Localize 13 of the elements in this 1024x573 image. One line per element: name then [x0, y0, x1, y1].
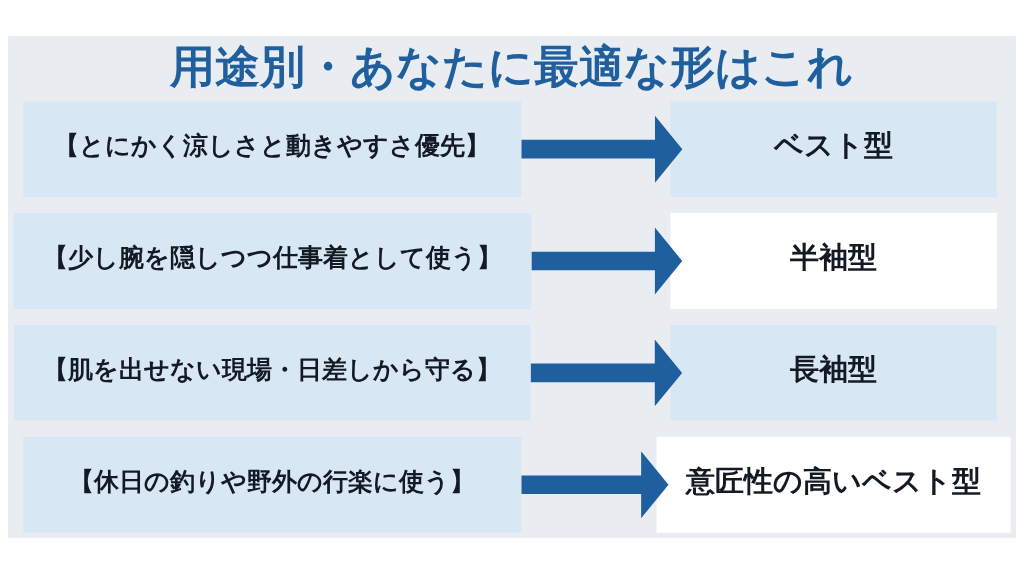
node-box: 【少し腕を隠しつつ仕事着として使う】 [13, 212, 532, 309]
node-box: 長袖型 [670, 324, 997, 421]
arrow [521, 115, 683, 183]
node-box: 【休日の釣りや野外の行楽に使う】 [23, 436, 522, 533]
node-box: 意匠性の高いベスト型 [656, 436, 1011, 533]
arrow [521, 450, 669, 518]
node-box: 【肌を出せない現場・日差しから守る】 [14, 324, 531, 421]
arrow [531, 227, 683, 295]
diagram-title: 用途別・あなたに最適な形はこれ [170, 39, 854, 93]
node-box: 半袖型 [670, 212, 997, 309]
arrow [530, 338, 683, 406]
node-box: ベスト型 [670, 100, 997, 197]
node-box: 【とにかく涼しさと動きやすさ優先】 [23, 100, 522, 197]
